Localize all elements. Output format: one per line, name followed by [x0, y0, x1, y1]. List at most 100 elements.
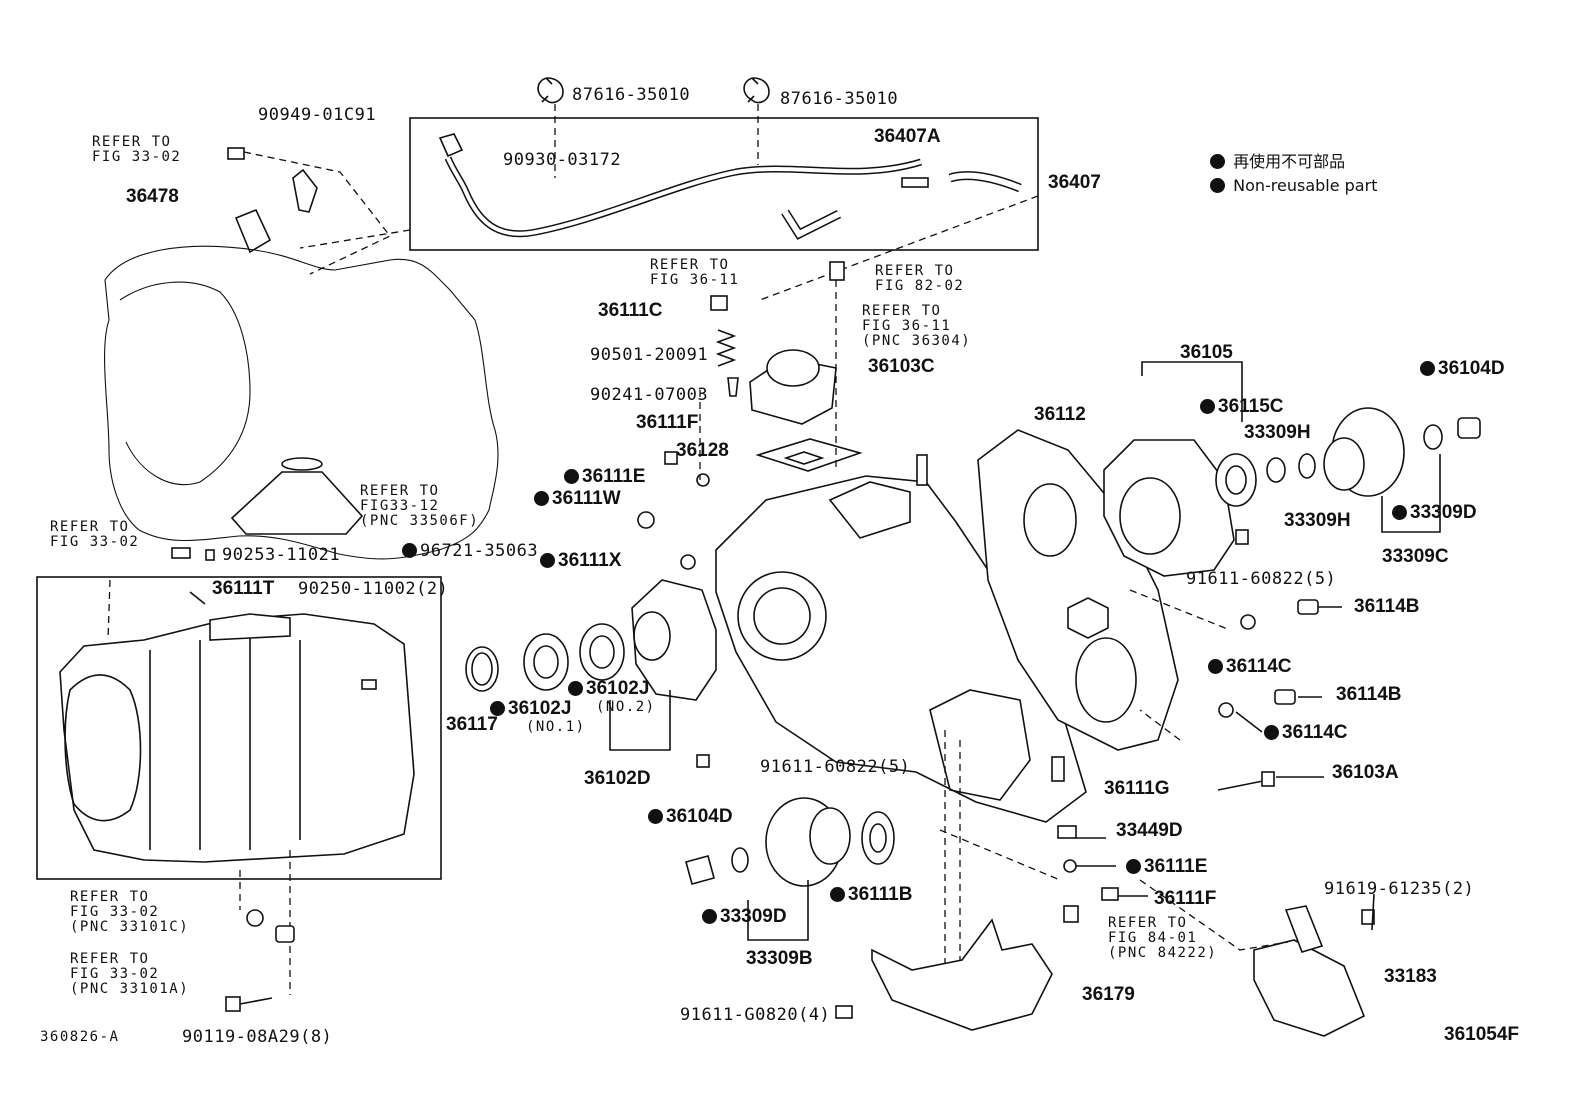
label-91619[interactable]: 91619-61235(2)	[1324, 879, 1475, 899]
bolt-90119-icon	[225, 996, 241, 1012]
label-36115C[interactable]: 36115C	[1200, 397, 1284, 416]
label-33309B[interactable]: 33309B	[746, 948, 813, 969]
label-90119[interactable]: 90119-08A29(8)	[182, 1027, 333, 1047]
label-36102J-1-sub: (NO.1)	[526, 719, 586, 735]
gasket-36111W	[637, 511, 655, 529]
label-33309H-top[interactable]: 33309H	[1244, 422, 1311, 443]
label-36111F-low[interactable]: 36111F	[1154, 888, 1217, 909]
label-90949[interactable]: 90949-01C91	[258, 105, 377, 125]
label-33183[interactable]: 33183	[1384, 966, 1437, 987]
label-33309D-low[interactable]: 33309D	[702, 907, 787, 926]
gasket-36111X	[680, 554, 696, 570]
label-36111X[interactable]: 36111X	[540, 551, 621, 570]
label-36103A[interactable]: 36103A	[1332, 762, 1399, 783]
cover-plate	[749, 349, 837, 425]
plug-36114B-bot	[1274, 689, 1296, 705]
plug-icon	[246, 909, 264, 927]
label-33309D-right[interactable]: 33309D	[1392, 502, 1477, 523]
label-91611-G0820[interactable]: 91611-G0820(4)	[680, 1005, 831, 1025]
label-36111C[interactable]: 36111C	[598, 300, 663, 321]
label-90241[interactable]: 90241-07003	[590, 385, 709, 405]
label-33449D[interactable]: 33449D	[1116, 820, 1183, 841]
hose-36407	[438, 133, 1022, 240]
non-reusable-dot-icon	[1210, 178, 1225, 193]
label-36102D[interactable]: 36102D	[584, 768, 651, 789]
label-36117[interactable]: 36117	[446, 714, 498, 735]
label-36111B[interactable]: 36111B	[830, 885, 912, 904]
legend-text-en: Non-reusable part	[1233, 176, 1378, 195]
housing-kit-box	[36, 576, 442, 880]
non-reusable-dot-icon	[1200, 399, 1215, 414]
part-number: 33309D	[1410, 502, 1477, 523]
label-96721[interactable]: 96721-35063	[402, 542, 538, 560]
label-90253[interactable]: 90253-11021	[222, 545, 341, 565]
label-36128[interactable]: 36128	[676, 440, 729, 461]
rear-case-36112	[977, 429, 1179, 751]
label-36179[interactable]: 36179	[1082, 984, 1135, 1005]
label-33309C[interactable]: 33309C	[1382, 546, 1449, 567]
label-36114B-top[interactable]: 36114B	[1354, 596, 1420, 617]
label-36478[interactable]: 36478	[126, 186, 179, 207]
label-91611-60822-mid[interactable]: 91611-60822(5)	[760, 757, 911, 777]
refer-line3: (PNC 33101C)	[70, 919, 190, 935]
refer-line2: FIG 33-02	[92, 149, 182, 165]
label-33309H-mid[interactable]: 33309H	[1284, 510, 1351, 531]
label-36102J-1[interactable]: 36102J	[490, 699, 571, 718]
non-reusable-dot-icon	[402, 543, 417, 558]
refer-line1: REFER TO	[862, 303, 942, 319]
spring-90501	[715, 329, 737, 367]
label-36114B-bot[interactable]: 36114B	[1336, 684, 1402, 705]
label-87616-a[interactable]: 87616-35010	[572, 85, 691, 105]
label-36114C-bot[interactable]: 36114C	[1264, 723, 1348, 742]
label-36111G[interactable]: 36111G	[1104, 778, 1170, 799]
label-91611-60822-top[interactable]: 91611-60822(5)	[1186, 569, 1337, 589]
part-number: 36111W	[552, 488, 621, 509]
label-36103C[interactable]: 36103C	[868, 356, 935, 377]
label-90501[interactable]: 90501-20091	[590, 345, 709, 365]
label-36112[interactable]: 36112	[1034, 404, 1086, 425]
refer-line1: REFER TO	[360, 483, 440, 499]
label-36102J-2-sub: (NO.2)	[596, 699, 656, 715]
ring-33309H	[1298, 453, 1316, 479]
non-reusable-dot-icon	[534, 491, 549, 506]
label-36114C-top[interactable]: 36114C	[1208, 657, 1292, 676]
plug-b-icon	[275, 925, 295, 943]
plug-36114B-top	[1297, 599, 1319, 615]
label-36102J-2[interactable]: 36102J	[568, 679, 649, 698]
clip-87616-a	[537, 77, 564, 104]
gasket-36111E	[696, 473, 710, 487]
ball-90241	[727, 377, 739, 397]
non-reusable-dot-icon	[1126, 859, 1141, 874]
gasket-36128	[755, 438, 863, 472]
label-36111F-top[interactable]: 36111F	[636, 412, 699, 433]
label-36111E-top[interactable]: 36111E	[564, 467, 645, 486]
bolt-91611-G0820	[835, 1005, 853, 1019]
label-87616-b[interactable]: 87616-35010	[780, 89, 899, 109]
plug-36111C	[710, 295, 728, 311]
label-36111T[interactable]: 36111T	[212, 578, 275, 599]
label-90930[interactable]: 90930-03172	[503, 150, 622, 170]
label-36407A[interactable]: 36407A	[874, 126, 941, 147]
label-36111E-low[interactable]: 36111E	[1126, 857, 1207, 876]
label-36407[interactable]: 36407	[1048, 172, 1101, 193]
part-number: 36104D	[666, 806, 733, 827]
non-reusable-dot-icon	[830, 887, 845, 902]
label-90250[interactable]: 90250-11002(2)	[298, 579, 449, 599]
refer-line2: FIG 33-02	[70, 904, 160, 920]
label-36111W[interactable]: 36111W	[534, 488, 621, 509]
refer-line2: FIG 33-02	[50, 534, 140, 550]
seal-33309H	[1266, 457, 1286, 483]
label-36104D-top[interactable]: 36104D	[1420, 359, 1505, 378]
label-36105[interactable]: 36105	[1180, 342, 1233, 363]
washer-33309D-low	[731, 847, 749, 873]
label-36104D-low[interactable]: 36104D	[648, 806, 733, 827]
